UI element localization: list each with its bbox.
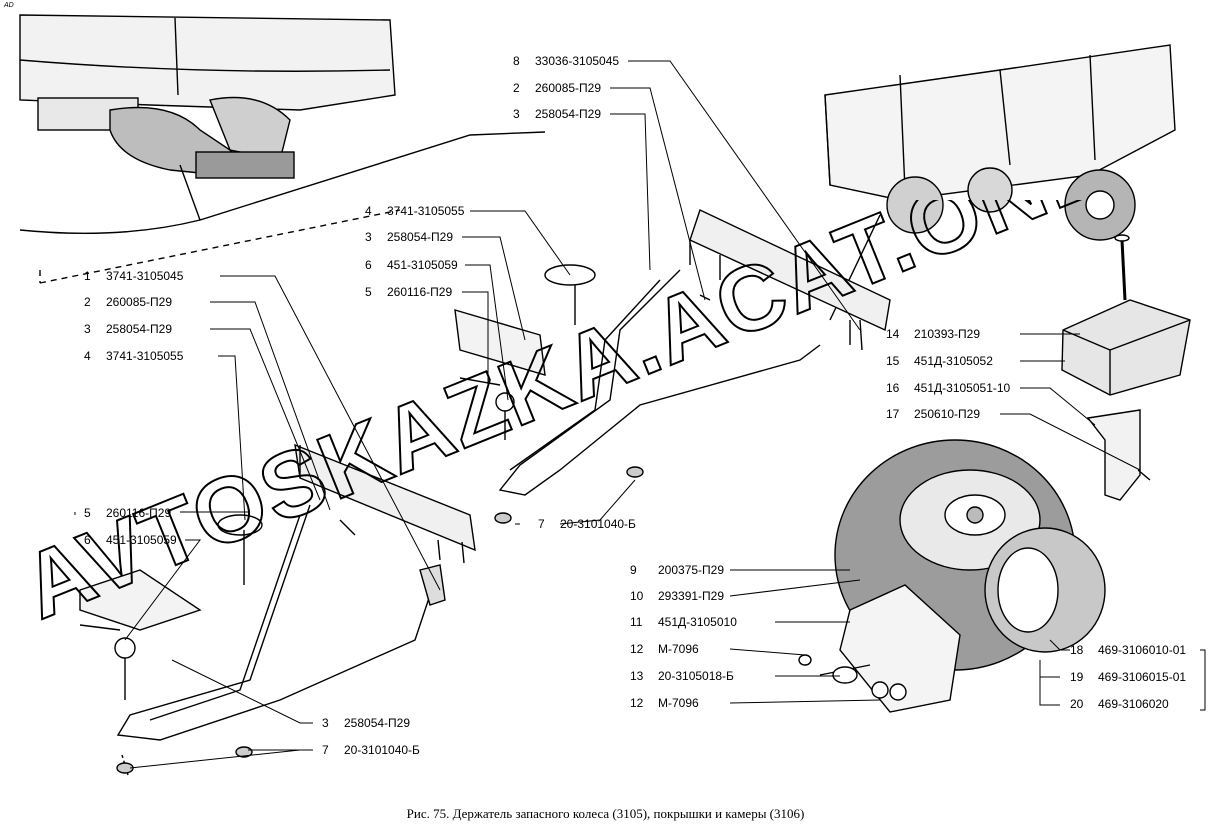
leader-lines-right	[729, 333, 1206, 711]
corner-mark: AD	[4, 2, 14, 9]
middle-bracket-assembly	[454, 209, 891, 524]
left-bracket-assembly	[79, 443, 476, 776]
figure-caption: Рис. 75. Держатель запасного колеса (310…	[406, 806, 805, 821]
leader-lines-left	[74, 275, 441, 769]
divider-line	[39, 209, 401, 284]
truck-body-inset	[824, 44, 1176, 321]
block-and-clamp	[1061, 234, 1191, 501]
leader-lines-middle	[462, 60, 861, 525]
vehicle-rear-inset	[19, 14, 546, 235]
spare-wheel	[798, 439, 1106, 713]
